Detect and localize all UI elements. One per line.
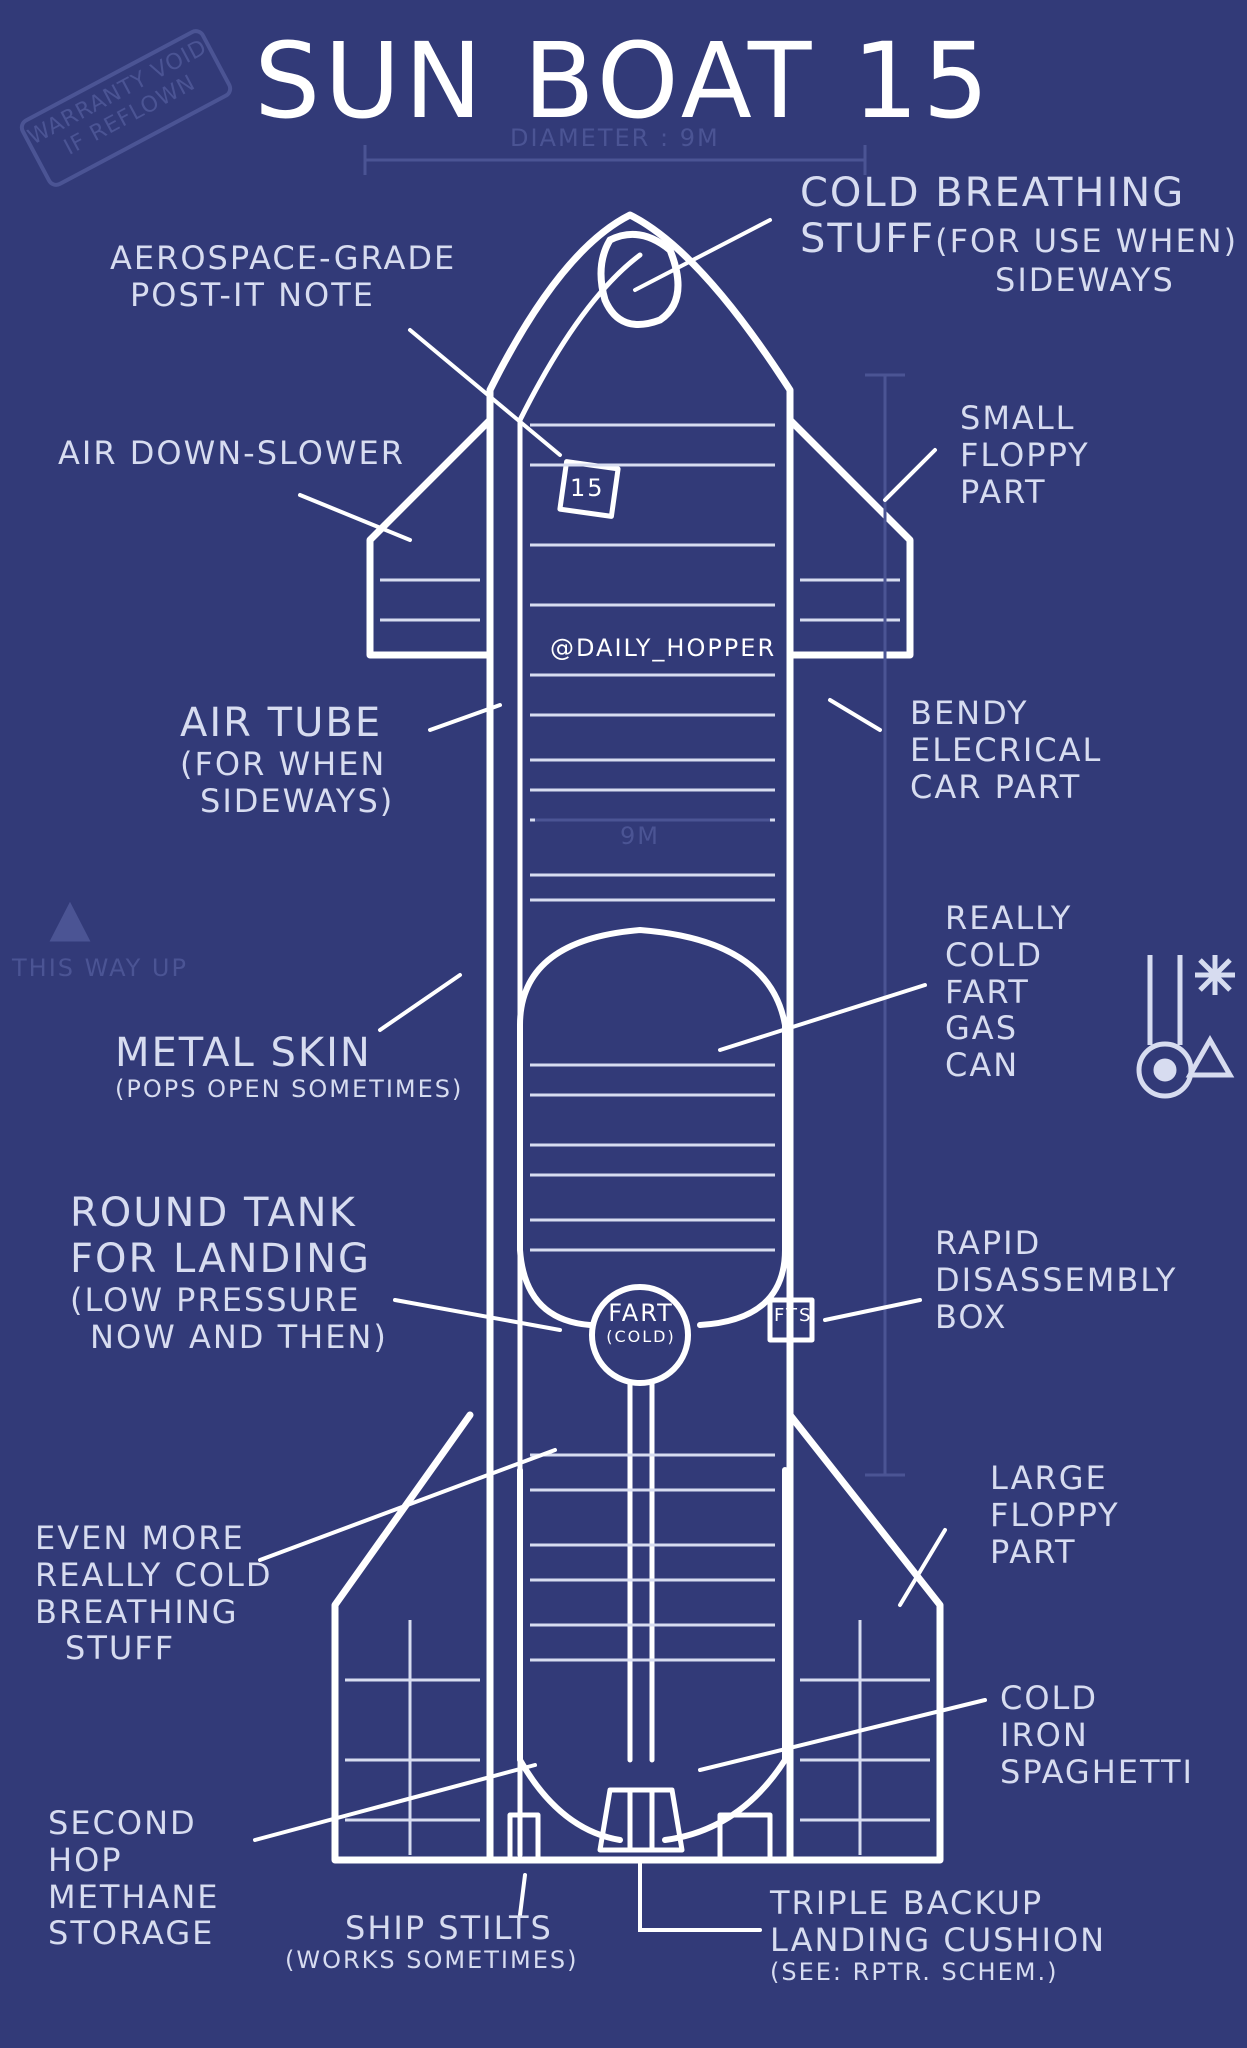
- air-tube-label: AIR TUBE (FOR WHEN SIDEWAYS): [180, 700, 395, 820]
- up-marker-label: THIS WAY UP: [12, 954, 188, 982]
- warning-icon: [1185, 1034, 1235, 1078]
- engines: [597, 1787, 685, 1853]
- air-down-label: AIR DOWN-SLOWER: [58, 434, 405, 472]
- height-dimension: [865, 373, 905, 1477]
- lower-tank: [517, 1467, 788, 1843]
- handle-label: @DAILY_HOPPER: [550, 634, 777, 662]
- bendy-label: BENDY ELECRICAL CAR PART: [910, 694, 1103, 806]
- sphere-label: FART (COLD): [606, 1299, 676, 1346]
- aft-fin-left: [331, 1411, 494, 1864]
- hull-outline: [486, 211, 794, 1864]
- postit-number: 15: [570, 474, 605, 502]
- thermometer-icon: [1136, 955, 1235, 1099]
- stilt-left: [507, 1812, 541, 1863]
- postit-label: AEROSPACE-GRADE POST-IT NOTE: [110, 239, 457, 314]
- aft-fin-right: [786, 1411, 944, 1864]
- second-hop-label: SECOND HOP METHANE STORAGE: [48, 1804, 220, 1953]
- header-sphere: [589, 1284, 691, 1386]
- cold-breathing-label: COLD BREATHING STUFF(FOR USE WHEN) SIDEW…: [800, 170, 1239, 299]
- fts-label: FTS: [774, 1305, 813, 1326]
- rapid-label: RAPID DISASSEMBLY BOX: [935, 1224, 1178, 1336]
- snowflake-icon: [1195, 955, 1235, 995]
- triple-backup-label: TRIPLE BACKUP LANDING CUSHION (SEE: RPTR…: [770, 1884, 1107, 1986]
- fts-box: [767, 1297, 815, 1343]
- diameter-dimension: [363, 145, 867, 175]
- main-tank: [517, 927, 788, 1328]
- stilt-right: [717, 1812, 773, 1863]
- forward-fin-right: [786, 416, 914, 659]
- diameter-label: DIAMETER : 9m: [510, 124, 720, 152]
- up-marker: [49, 901, 91, 942]
- forward-fin-left: [366, 416, 494, 659]
- cold-iron-label: COLD IRON SPAGHETTI: [1000, 1679, 1194, 1791]
- ship-stilts-label: SHIP STILTS (WORKS SOMETIMES): [285, 1909, 579, 1974]
- large-floppy-label: LARGE FLOPPY PART: [990, 1459, 1120, 1571]
- hull-inner-line: [517, 252, 643, 1858]
- metal-skin-label: METAL SKIN (POPS OPEN SOMETIMES): [115, 1030, 464, 1103]
- page-title: SUN BOAT 15: [254, 20, 993, 142]
- even-more-label: EVEN MORE REALLY COLD BREATHING STUFF: [35, 1519, 273, 1668]
- nose-tank: [597, 230, 682, 328]
- small-floppy-label: SMALL FLOPPY PART: [960, 399, 1090, 511]
- fart-gas-label: REALLY COLD FART GAS CAN: [945, 899, 1073, 1085]
- mid-dimension-label: 9m: [620, 822, 660, 850]
- round-tank-label: ROUND TANK FOR LANDING (LOW PRESSURE NOW…: [70, 1190, 388, 1356]
